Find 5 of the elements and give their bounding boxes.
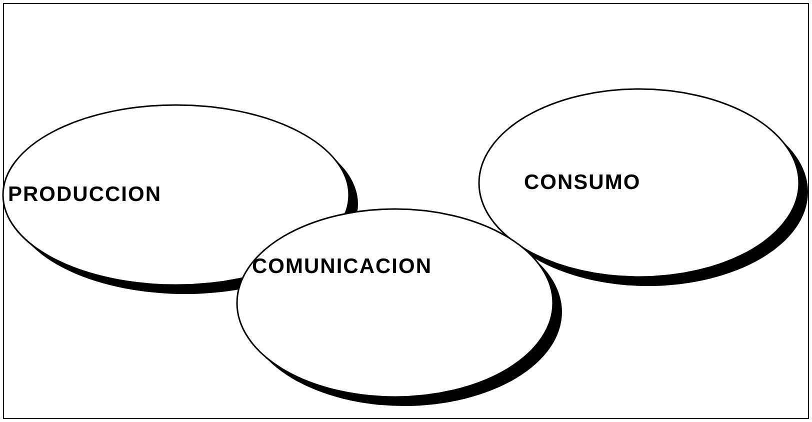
node-label: CONSUMO [524, 170, 641, 196]
ellipse-node [236, 208, 563, 407]
ellipse-node [478, 88, 809, 287]
node-label: COMUNICACION [252, 254, 432, 280]
node-label: PRODUCCION [8, 182, 162, 208]
